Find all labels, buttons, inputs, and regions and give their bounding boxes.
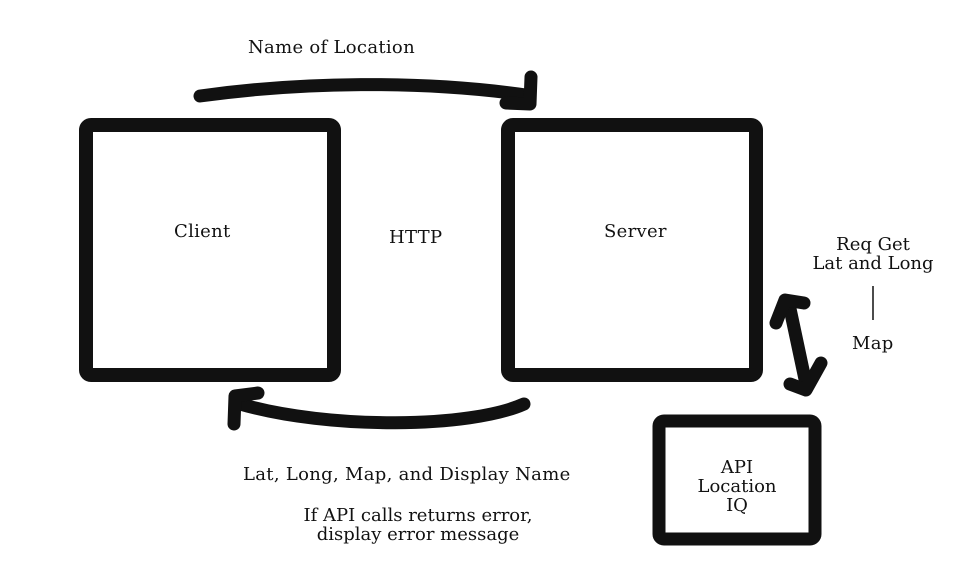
api-line-1: API: [720, 457, 754, 478]
server-api-request-label: Req Get Lat and Long: [808, 235, 938, 273]
client-box: [79, 118, 341, 382]
api-box: [652, 414, 822, 546]
error-note-line-1: If API calls returns error,: [303, 505, 533, 526]
api-label: API Location IQ: [682, 458, 792, 515]
map-label: Map: [852, 333, 894, 354]
api-line-3: IQ: [726, 495, 748, 516]
server-box: [501, 118, 763, 382]
req-get-line: Req Get: [836, 234, 910, 255]
client-label: Client: [174, 221, 231, 242]
api-line-2: Location: [697, 476, 777, 497]
lat-long-line: Lat and Long: [812, 253, 934, 274]
request-label: Name of Location: [248, 37, 415, 58]
error-note-line-2: display error message: [316, 524, 520, 545]
error-note: If API calls returns error, display erro…: [268, 506, 568, 544]
server-label: Server: [604, 221, 667, 242]
request-arrow: [193, 70, 538, 111]
protocol-label: HTTP: [389, 227, 443, 248]
response-arrow: [227, 386, 531, 431]
server-api-double-arrow: [769, 293, 828, 397]
response-label: Lat, Long, Map, and Display Name: [243, 464, 571, 485]
